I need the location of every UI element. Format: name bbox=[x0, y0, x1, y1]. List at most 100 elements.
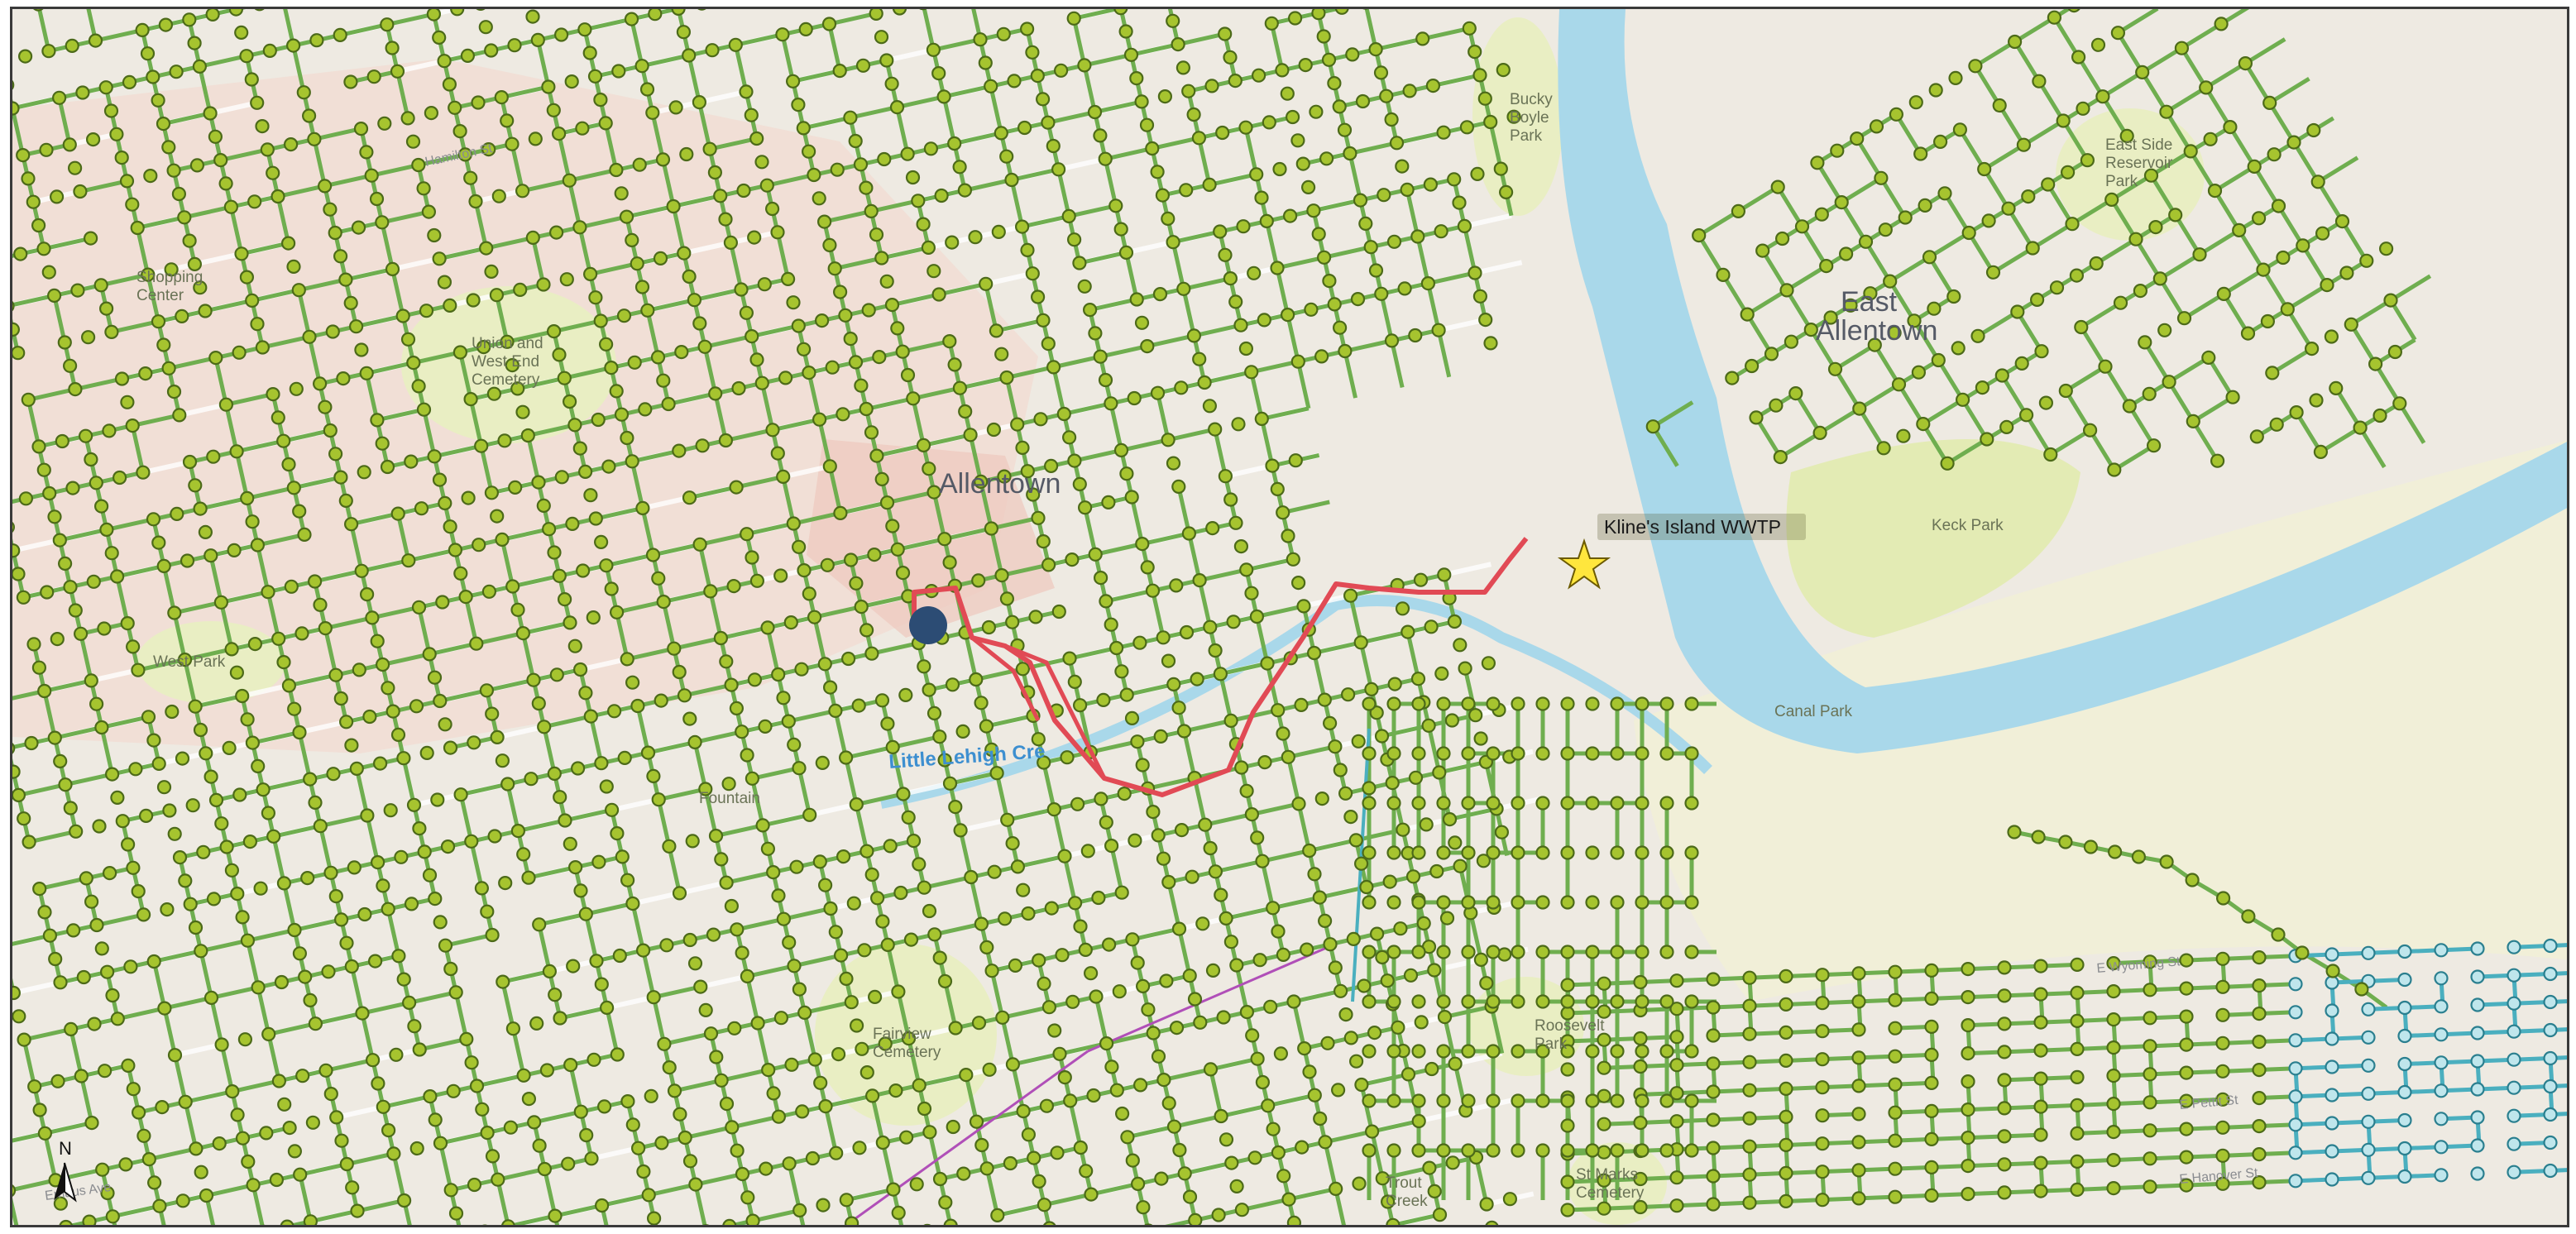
manhole-icon bbox=[1684, 1093, 1699, 1108]
manhole-icon bbox=[801, 144, 816, 159]
manhole-icon bbox=[1263, 999, 1278, 1014]
wwtp-star-icon[interactable] bbox=[1557, 538, 1611, 590]
manhole-icon bbox=[256, 782, 271, 797]
manhole-icon bbox=[1362, 781, 1377, 796]
manhole-icon bbox=[269, 1172, 284, 1188]
manhole-icon bbox=[1659, 1143, 1674, 1158]
manhole-icon bbox=[2325, 1003, 2339, 1018]
sewer-segment bbox=[2397, 402, 2426, 444]
sewer-segment bbox=[1982, 168, 2011, 210]
manhole-icon bbox=[1119, 687, 1134, 702]
manhole-icon bbox=[2470, 969, 2485, 984]
manhole-icon bbox=[12, 743, 16, 754]
manhole-icon bbox=[531, 475, 546, 490]
sewer-segment bbox=[635, 705, 650, 753]
manhole-icon bbox=[343, 74, 358, 89]
sewer-segment bbox=[787, 1163, 802, 1211]
manhole-icon bbox=[1511, 895, 1525, 910]
sewer-segment bbox=[2165, 85, 2207, 114]
sewer-segment bbox=[907, 1038, 922, 1086]
manhole-icon bbox=[771, 1109, 787, 1124]
manhole-icon bbox=[125, 419, 140, 433]
manhole-icon bbox=[1015, 662, 1031, 677]
manhole-icon bbox=[250, 95, 265, 110]
manhole-icon bbox=[167, 605, 182, 620]
manhole-icon bbox=[2067, 9, 2080, 13]
sewer-segment bbox=[12, 1198, 19, 1225]
manhole-icon bbox=[32, 881, 47, 897]
force-main-route[interactable] bbox=[912, 537, 1529, 797]
manhole-icon bbox=[1961, 1017, 1975, 1033]
manhole-icon bbox=[1118, 24, 1133, 39]
sewer-segment bbox=[559, 1005, 608, 1021]
map-canvas[interactable]: Kline's Island WWTP Allentown East Allen… bbox=[12, 9, 2569, 1227]
sewer-segment bbox=[1800, 225, 1828, 267]
manhole-icon bbox=[656, 373, 671, 388]
sewer-segment bbox=[2253, 165, 2281, 208]
manhole-icon bbox=[1317, 692, 1332, 707]
manhole-icon bbox=[1281, 529, 1295, 543]
sewer-segment bbox=[396, 58, 445, 74]
manhole-icon bbox=[1311, 9, 1326, 21]
manhole-icon bbox=[773, 568, 788, 583]
manhole-icon bbox=[381, 902, 395, 916]
manhole-icon bbox=[969, 672, 984, 687]
manhole-icon bbox=[2110, 26, 2125, 41]
manhole-icon bbox=[433, 693, 448, 709]
manhole-icon bbox=[1208, 422, 1223, 437]
manhole-icon bbox=[2025, 241, 2040, 256]
manhole-icon bbox=[1913, 146, 1928, 161]
manhole-icon bbox=[1141, 1002, 1156, 1017]
manhole-icon bbox=[599, 779, 614, 794]
manhole-icon bbox=[141, 267, 156, 282]
sewer-segment bbox=[1241, 1197, 1290, 1212]
sewer-segment bbox=[247, 928, 295, 943]
sewer-segment bbox=[184, 647, 232, 662]
manhole-icon bbox=[735, 945, 749, 960]
manhole-icon bbox=[1272, 161, 1287, 177]
manhole-icon bbox=[2203, 132, 2218, 146]
sewer-segment bbox=[995, 318, 1044, 333]
manhole-icon bbox=[853, 157, 869, 172]
sewer-segment bbox=[251, 730, 300, 745]
manhole-icon bbox=[302, 329, 317, 344]
manhole-icon bbox=[2131, 849, 2146, 864]
manhole-icon bbox=[476, 9, 486, 11]
manhole-icon bbox=[2071, 50, 2086, 65]
sewer-segment bbox=[703, 788, 718, 837]
sewer-segment bbox=[870, 198, 919, 213]
map-frame[interactable]: Kline's Island WWTP Allentown East Allen… bbox=[10, 7, 2569, 1227]
manhole-icon bbox=[901, 1031, 917, 1046]
manhole-icon bbox=[1286, 994, 1301, 1009]
manhole-icon bbox=[1769, 398, 1784, 413]
sewer-segment bbox=[1474, 1156, 1489, 1205]
manhole-icon bbox=[1610, 945, 1625, 959]
manhole-icon bbox=[766, 864, 781, 880]
origin-dot[interactable] bbox=[909, 606, 947, 644]
manhole-icon bbox=[52, 533, 67, 548]
manhole-icon bbox=[797, 562, 812, 578]
sewer-segment bbox=[1177, 31, 1226, 47]
manhole-icon bbox=[352, 662, 366, 677]
manhole-icon bbox=[2288, 1033, 2303, 1048]
manhole-icon bbox=[1815, 968, 1830, 983]
manhole-icon bbox=[136, 907, 151, 922]
sewer-segment bbox=[728, 242, 744, 290]
sewer-segment bbox=[749, 777, 765, 826]
sewer-segment bbox=[1745, 313, 1774, 356]
manhole-icon bbox=[505, 1021, 521, 1036]
sewer-segment bbox=[684, 1125, 733, 1140]
sewer-segment bbox=[896, 991, 911, 1040]
manhole-icon bbox=[891, 984, 906, 999]
manhole-icon bbox=[1669, 1114, 1684, 1129]
manhole-icon bbox=[816, 1198, 831, 1212]
manhole-icon bbox=[1028, 610, 1043, 624]
manhole-icon bbox=[757, 277, 772, 292]
manhole-icon bbox=[2373, 408, 2387, 423]
manhole-icon bbox=[95, 1162, 110, 1177]
manhole-icon bbox=[558, 813, 572, 828]
sewer-segment bbox=[234, 451, 250, 499]
manhole-icon bbox=[771, 888, 786, 903]
manhole-icon bbox=[1706, 1197, 1721, 1212]
sewer-segment bbox=[697, 543, 713, 592]
